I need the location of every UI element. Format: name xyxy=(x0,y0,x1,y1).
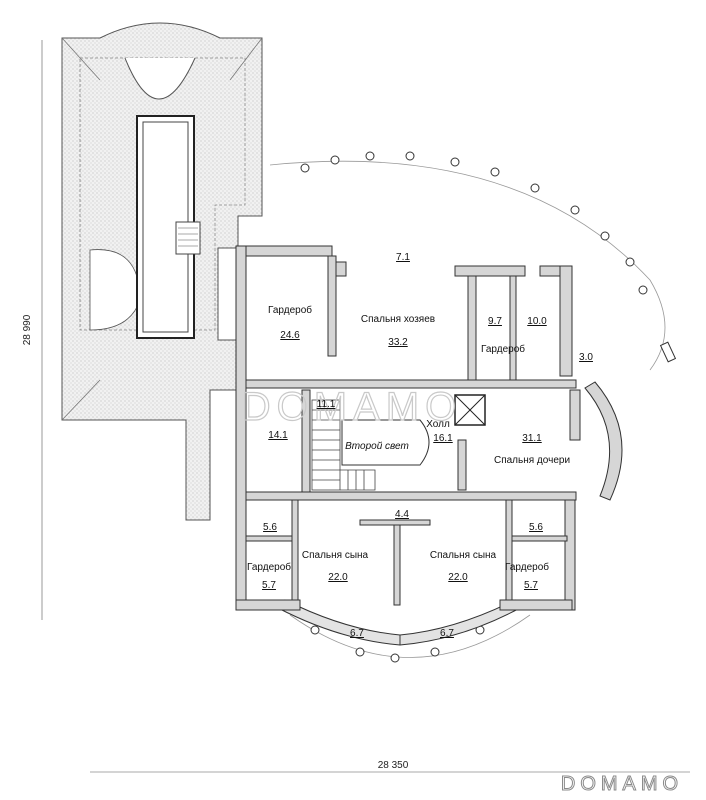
son-bedroom-right-name: Спальня сына xyxy=(430,550,497,561)
wardrobe-left-area: 5.7 xyxy=(262,580,276,591)
light-well xyxy=(136,115,201,339)
corridor-area: 4.4 xyxy=(395,509,409,520)
watermark: DOMAMO xyxy=(242,385,462,429)
wardrobe-right2-name: Гардероб xyxy=(505,561,549,573)
height-dimension: 28 990 xyxy=(22,40,43,620)
bath-left-area: 5.6 xyxy=(263,522,277,533)
staircase xyxy=(311,399,376,491)
son-bedroom-left-name: Спальня сына xyxy=(302,550,369,561)
stair-area: 11.1 xyxy=(317,399,336,410)
wardrobe-big-area: 24.6 xyxy=(280,330,300,341)
wardrobe-big-name: Гардероб xyxy=(268,304,312,316)
top-room-area: 7.1 xyxy=(396,252,410,263)
width-dimension-label: 28 350 xyxy=(378,760,409,771)
wardrobe-left-name: Гардероб xyxy=(247,561,291,573)
bath-right2-area: 5.6 xyxy=(529,522,543,533)
room-west-area: 14.1 xyxy=(268,430,288,441)
elevator-shaft xyxy=(454,394,486,426)
walls xyxy=(235,245,623,646)
width-dimension: 28 350 xyxy=(90,760,690,773)
balcony-left-area: 6.7 xyxy=(350,628,364,639)
hall-name: Холл xyxy=(426,419,450,430)
brand-logo: DOMAMO xyxy=(561,773,683,795)
hall-area: 16.1 xyxy=(433,433,453,444)
master-bedroom-name: Спальня хозяев xyxy=(361,314,435,325)
master-bedroom-area: 33.2 xyxy=(388,337,408,348)
terrace-arc xyxy=(269,151,677,371)
void-name: Второй свет xyxy=(345,441,409,452)
double-height-void xyxy=(341,419,430,466)
bottom-arc xyxy=(289,614,531,663)
height-dimension-label: 28 990 xyxy=(22,314,33,345)
small-room-a-area: 9.7 xyxy=(488,316,502,327)
balcony-right-area: 6.7 xyxy=(440,628,454,639)
bath-right-area: 3.0 xyxy=(579,352,593,363)
wardrobe-right-name: Гардероб xyxy=(481,343,525,355)
small-room-b-area: 10.0 xyxy=(527,316,547,327)
son-bedroom-left-area: 22.0 xyxy=(328,572,348,583)
wardrobe-right2-area: 5.7 xyxy=(524,580,538,591)
daughter-bedroom-name: Спальня дочери xyxy=(494,455,570,466)
son-bedroom-right-area: 22.0 xyxy=(448,572,468,583)
daughter-bedroom-area: 31.1 xyxy=(522,433,542,444)
